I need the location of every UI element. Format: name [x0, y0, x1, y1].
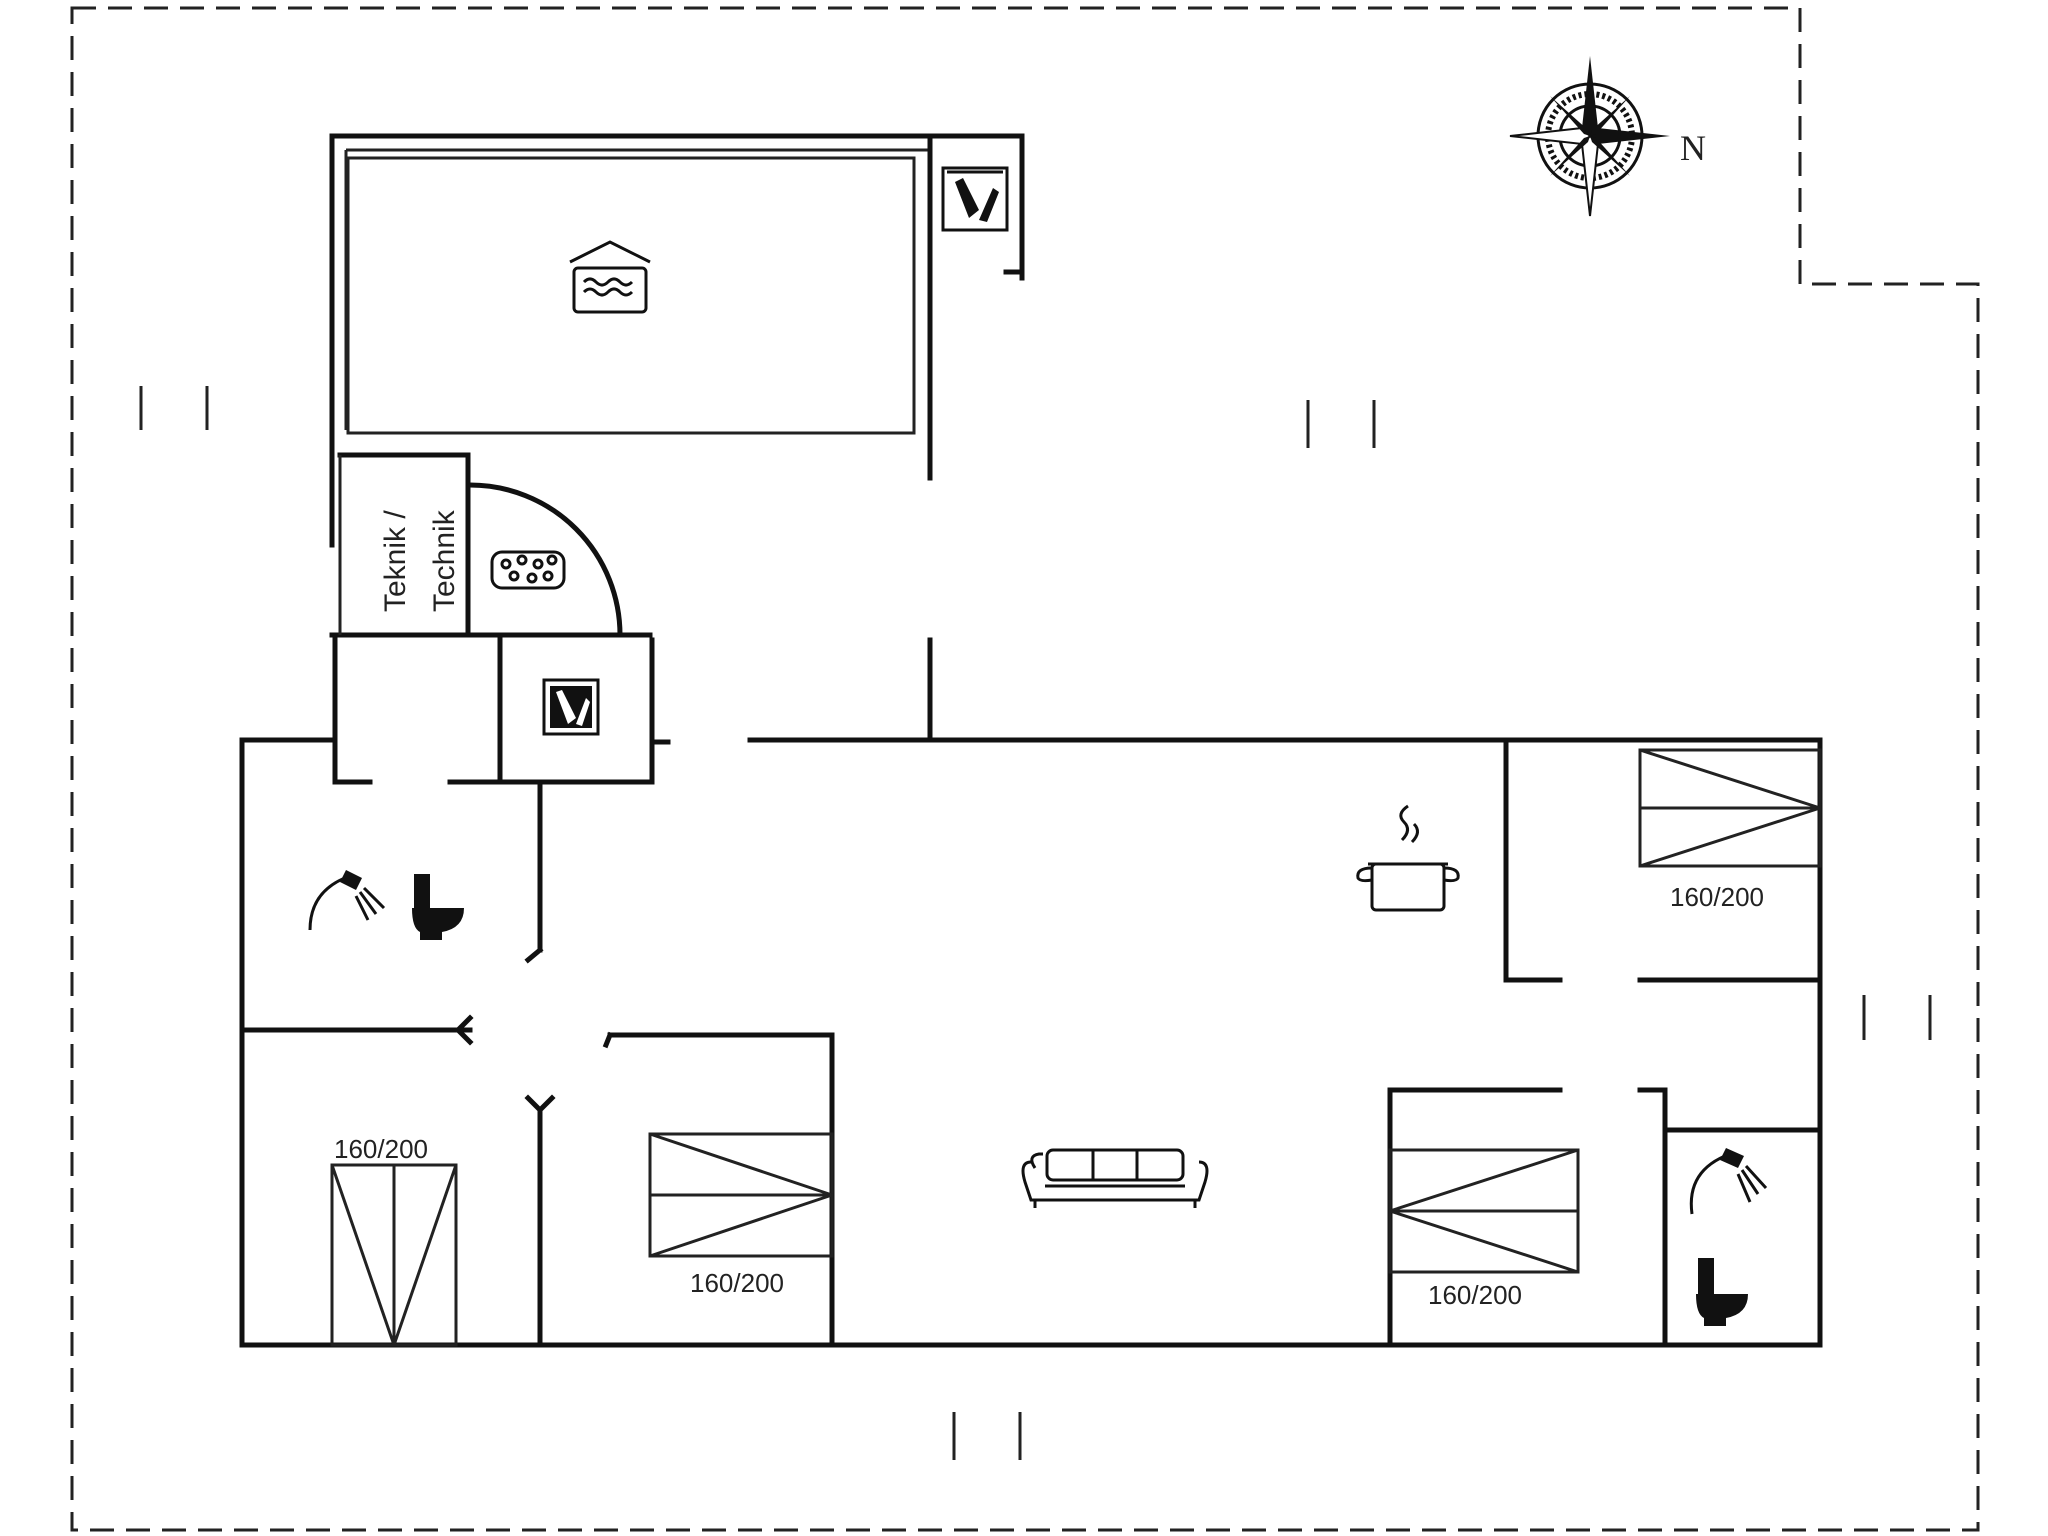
bed-size-label: 160/200	[1670, 882, 1764, 912]
bed-size-label: 160/200	[334, 1134, 428, 1164]
whirlpool-door	[467, 482, 623, 638]
north-label: N	[1680, 128, 1706, 168]
sofa-icon	[1021, 1148, 1209, 1208]
toilet-icon	[1696, 1258, 1748, 1326]
compass-rose-icon	[1509, 56, 1670, 217]
bed-center-left	[648, 1132, 834, 1258]
shower-icon	[1689, 1148, 1768, 1215]
pool-icon	[569, 240, 651, 314]
terrace-markers	[139, 386, 1932, 1460]
technik-label-1: Teknik /	[379, 510, 412, 612]
bed-left	[330, 1163, 458, 1347]
sauna-icon	[941, 166, 1009, 232]
toilet-icon	[412, 874, 464, 940]
sauna-icon	[542, 678, 600, 736]
bed-center-right	[1388, 1148, 1580, 1274]
whirlpool-icon	[490, 550, 566, 590]
shower-icon	[308, 870, 386, 931]
technik-label-2: Technik	[428, 509, 461, 612]
interior-walls	[239, 737, 1823, 1348]
bed-size-label: 160/200	[1428, 1280, 1522, 1310]
swimming-pool	[346, 156, 916, 435]
cooking-pot-icon	[1356, 804, 1460, 912]
bed-top-right	[1638, 748, 1822, 868]
property-boundary	[70, 6, 1980, 1532]
bed-size-label: 160/200	[690, 1268, 784, 1298]
main-house-walls	[239, 737, 1823, 1348]
pool-building	[329, 133, 1025, 738]
sauna-room	[332, 632, 671, 785]
